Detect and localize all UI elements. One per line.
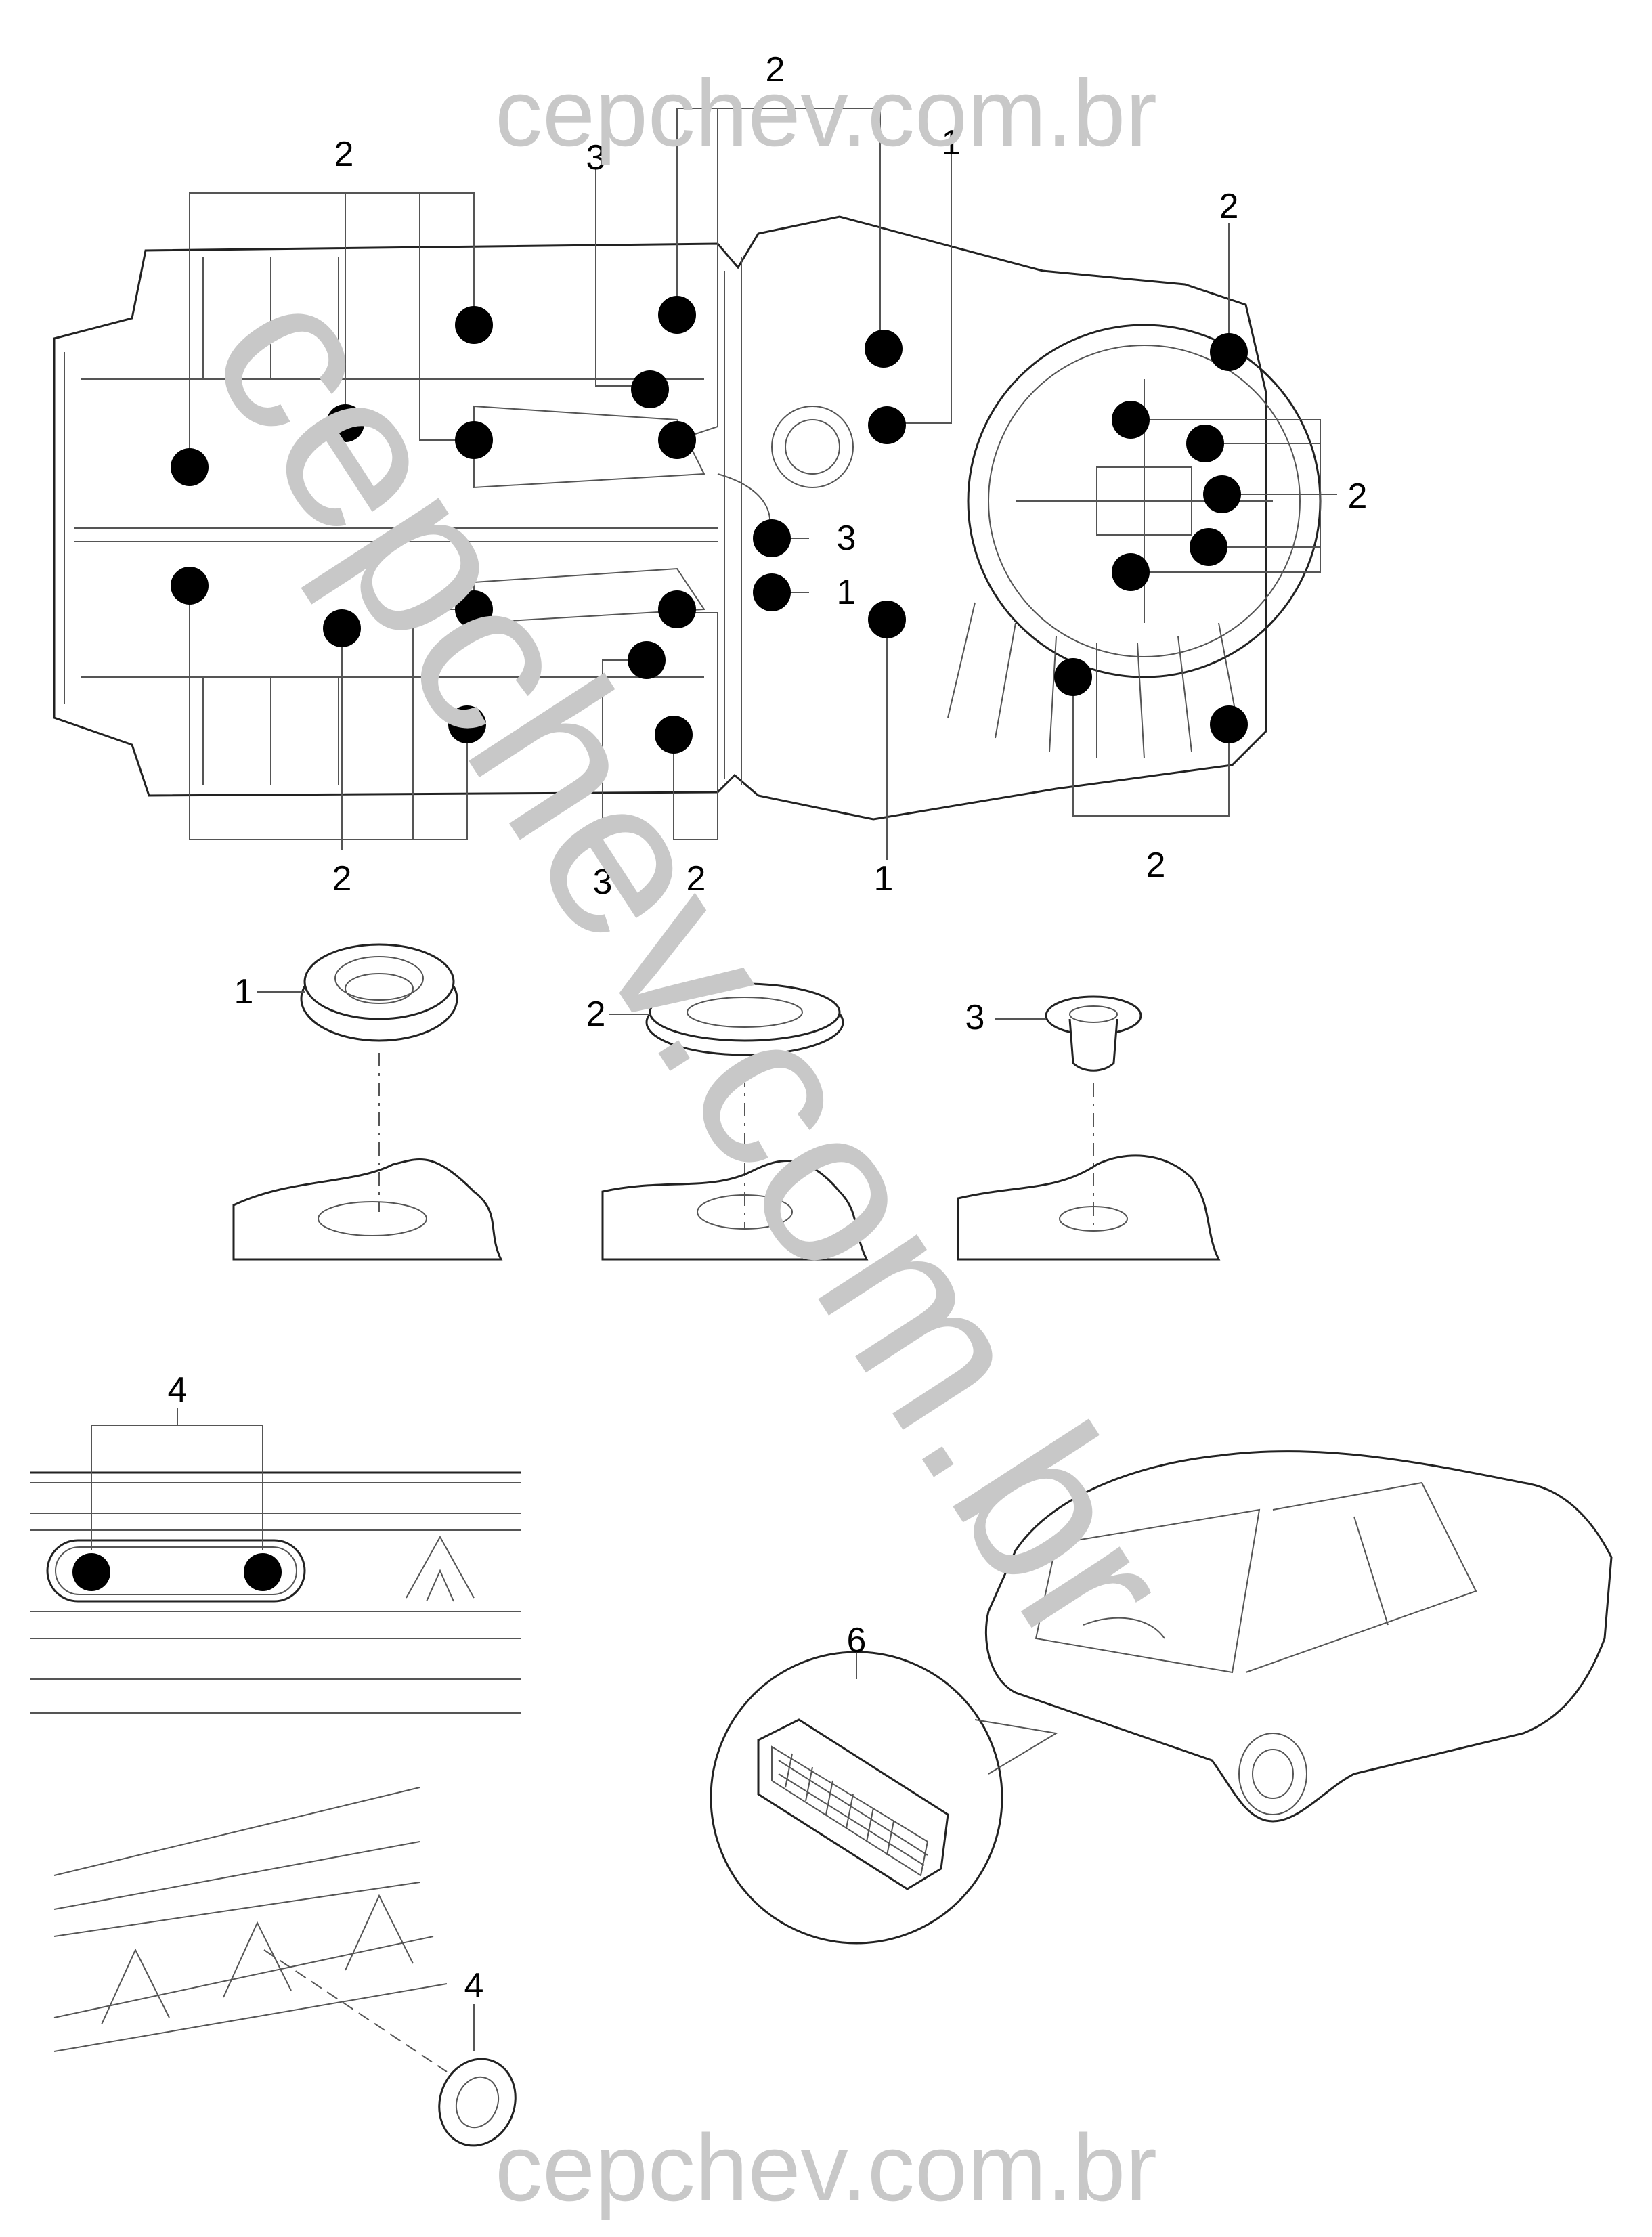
plug-dot bbox=[868, 601, 906, 638]
plug-dot bbox=[628, 641, 666, 679]
plug-dot bbox=[655, 716, 693, 754]
label-top-1: 1 bbox=[942, 123, 961, 162]
underbody-floor bbox=[53, 215, 1322, 821]
plug-dot bbox=[1203, 475, 1241, 513]
label-mid-1: 1 bbox=[837, 573, 856, 612]
plug-dot bbox=[1112, 553, 1150, 591]
rail-label-bottom: 4 bbox=[464, 1966, 484, 2005]
plug-dot bbox=[753, 573, 791, 611]
label-top-center-group: 2 bbox=[766, 50, 785, 89]
plug-dot bbox=[326, 404, 364, 442]
vent-label: 6 bbox=[847, 1621, 867, 1660]
plug-dot bbox=[1190, 528, 1227, 566]
plug-dot bbox=[448, 705, 486, 743]
plug-dot bbox=[1210, 333, 1248, 371]
plug-dot bbox=[658, 590, 696, 628]
plug-dot bbox=[865, 330, 903, 368]
plug-dot bbox=[753, 519, 791, 557]
vent-callout: 6 bbox=[710, 1621, 1058, 1945]
plug-dot bbox=[244, 1553, 282, 1591]
label-bottom-2: 2 bbox=[687, 859, 706, 898]
plug-dot bbox=[455, 590, 493, 628]
grommet-2-label: 2 bbox=[586, 995, 606, 1034]
watermark-bottom: cepchev.com.br bbox=[495, 2114, 1157, 2221]
plug-dot bbox=[658, 421, 696, 459]
label-top-left-group: 2 bbox=[334, 135, 354, 174]
label-rear-top-right: 2 bbox=[1219, 187, 1239, 226]
label-bottom-right-group: 2 bbox=[1146, 846, 1166, 885]
underbody-plug-dots bbox=[171, 296, 1248, 754]
label-bottom-left-group: 2 bbox=[332, 859, 352, 898]
plug-dot bbox=[868, 406, 906, 444]
rail-label-top: 4 bbox=[168, 1370, 188, 1410]
label-right-group: 2 bbox=[1348, 477, 1368, 516]
plug-dot bbox=[1054, 658, 1092, 696]
grommet-3-detail: 3 bbox=[957, 995, 1221, 1261]
underbody-labels: 2 2 3 1 2 2 3 1 2 3 2 1 2 bbox=[332, 50, 1368, 902]
rail-perspective-detail: 4 bbox=[53, 1787, 517, 2147]
car-rear-view bbox=[984, 1450, 1613, 1823]
label-top-3: 3 bbox=[586, 138, 606, 177]
plug-dot bbox=[455, 421, 493, 459]
label-bottom-1: 1 bbox=[874, 859, 894, 898]
plug-dot bbox=[171, 448, 209, 486]
rail-detail: 4 bbox=[30, 1370, 521, 1714]
grommet-3-label: 3 bbox=[965, 998, 985, 1037]
plug-dot bbox=[1112, 401, 1150, 439]
plug-dot bbox=[1210, 705, 1248, 743]
grommet-1-label: 1 bbox=[234, 972, 254, 1012]
watermark-top: cepchev.com.br bbox=[495, 60, 1157, 166]
plug-dot bbox=[455, 306, 493, 344]
grommet-2-detail: 2 bbox=[586, 982, 869, 1261]
underbody-leaders bbox=[189, 108, 1337, 860]
plug-dot bbox=[631, 370, 669, 408]
plug-dot bbox=[658, 296, 696, 334]
plug-dot bbox=[72, 1553, 110, 1591]
plug-dot bbox=[171, 567, 209, 605]
plug-dot bbox=[323, 609, 361, 647]
plug-dot bbox=[1186, 425, 1224, 462]
grommet-1-detail: 1 bbox=[232, 943, 503, 1261]
label-mid-3: 3 bbox=[837, 519, 856, 558]
label-bottom-3: 3 bbox=[593, 863, 613, 902]
